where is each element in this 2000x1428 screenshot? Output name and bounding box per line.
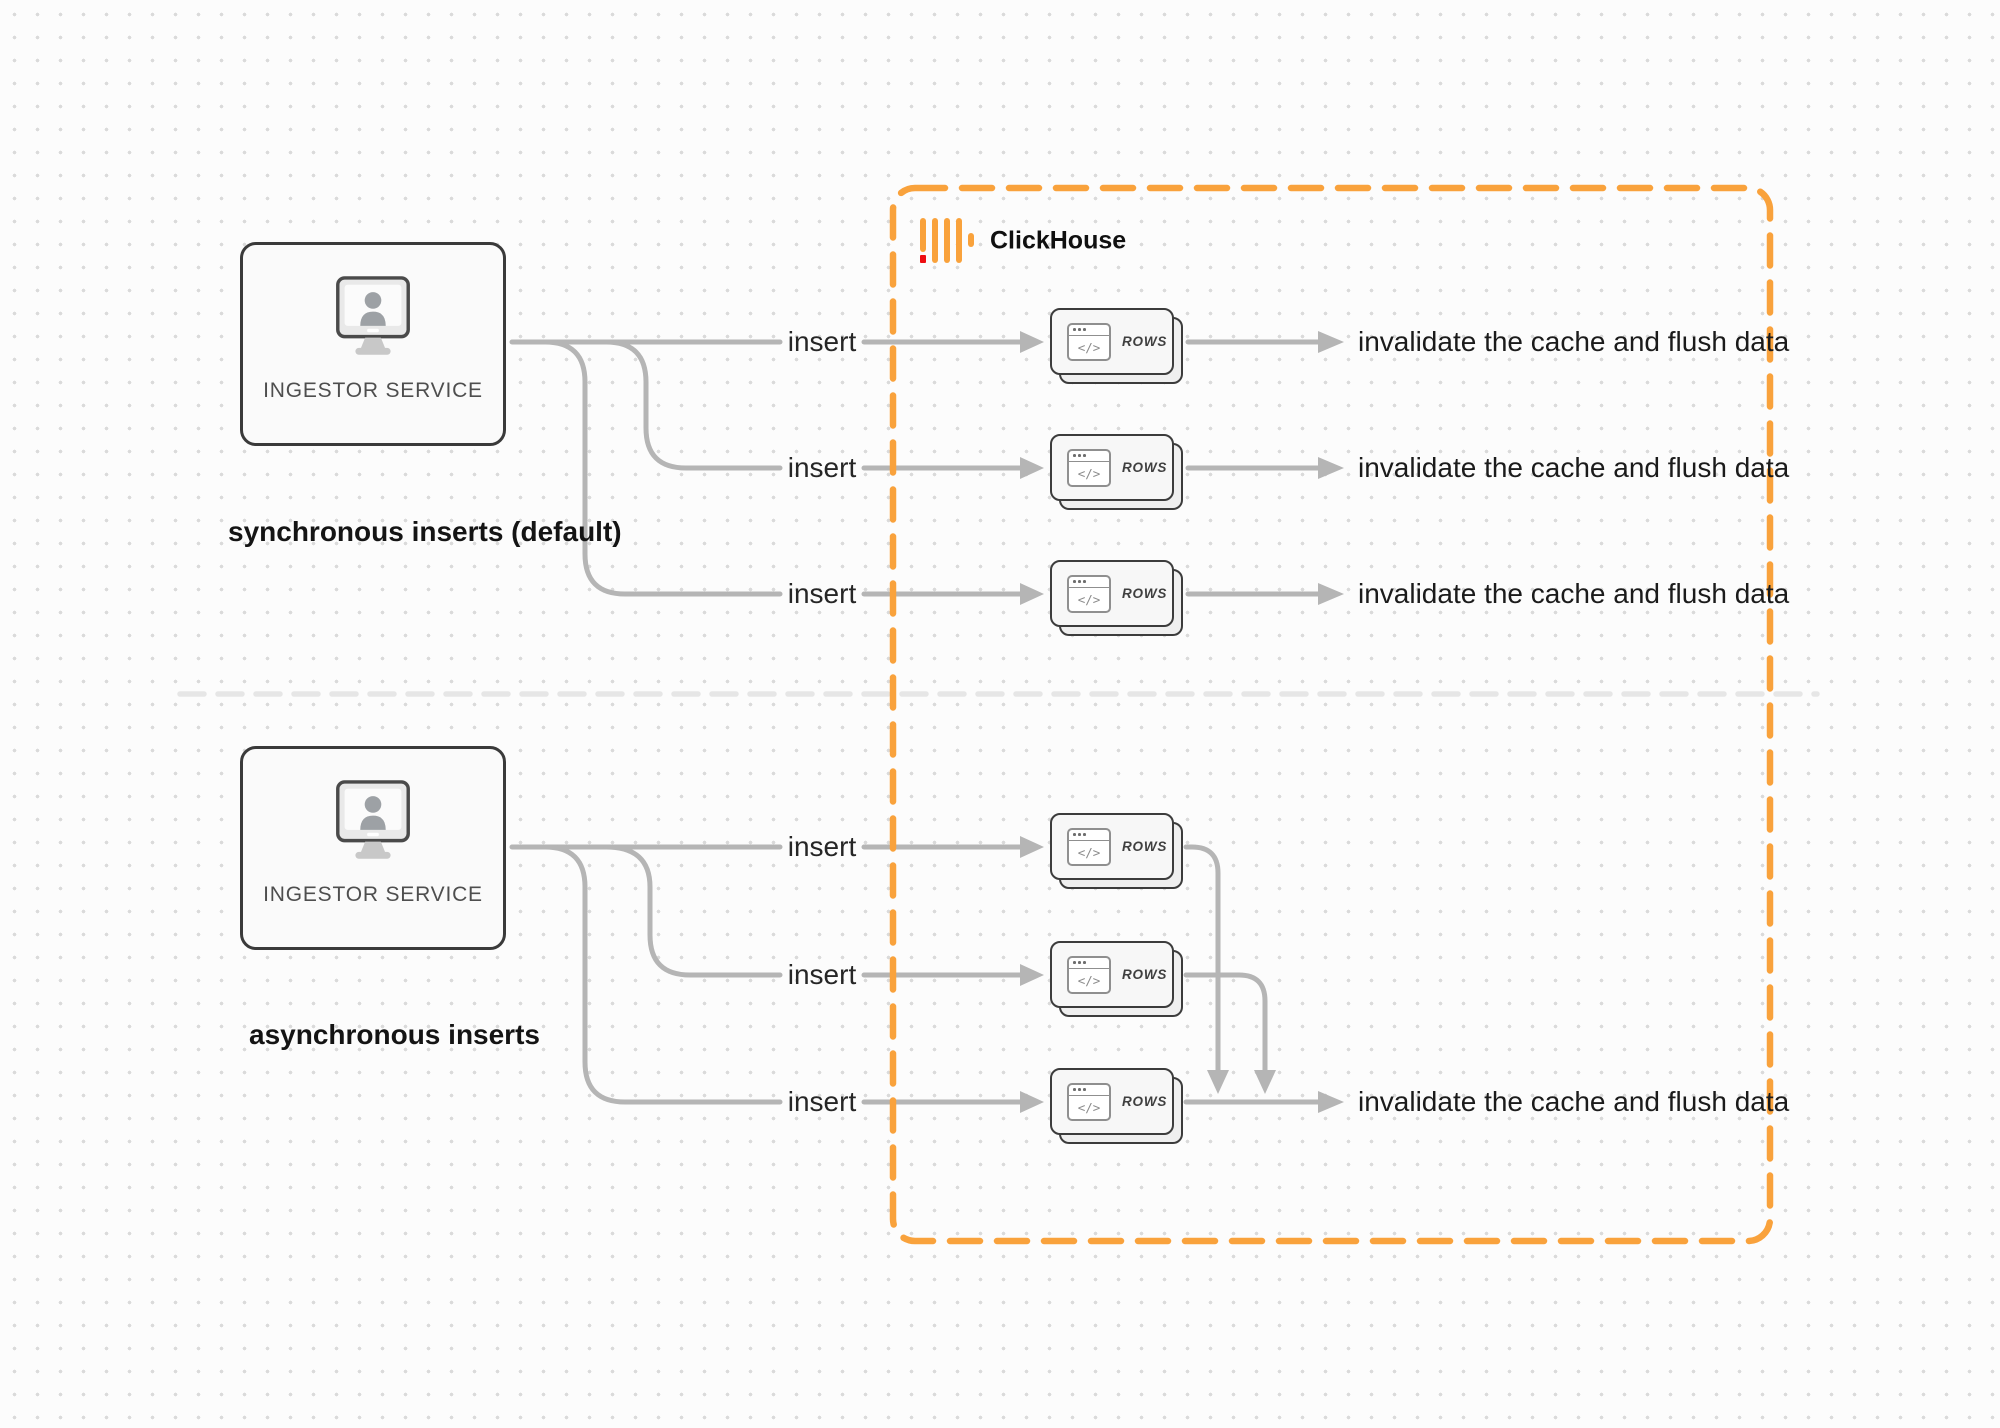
arrowhead-right xyxy=(1020,1091,1044,1113)
arrowhead-right xyxy=(1318,457,1344,479)
insert-label: insert xyxy=(787,452,857,483)
rows-card: </> ROWS xyxy=(1050,434,1183,510)
arrowhead-right xyxy=(1020,331,1044,353)
code-glyph: </> xyxy=(1077,844,1101,860)
connector-line xyxy=(1183,844,1221,1075)
code-window-icon: </> xyxy=(1067,1082,1111,1121)
code-window-icon: </> xyxy=(1067,448,1111,487)
result-label: invalidate the cache and flush data xyxy=(1358,1086,1790,1117)
code-window-icon: </> xyxy=(1067,955,1111,994)
code-window-icon: </> xyxy=(1067,322,1111,361)
connector-line xyxy=(542,844,783,1105)
code-glyph: </> xyxy=(1077,972,1101,988)
clickhouse-logo-icon xyxy=(920,218,974,263)
arrowhead-right xyxy=(1318,583,1344,605)
sync-caption: synchronous inserts (default) xyxy=(228,516,622,547)
connector-line xyxy=(542,339,783,597)
rows-card: </> ROWS xyxy=(1050,941,1183,1017)
arrowhead-right xyxy=(1020,457,1044,479)
rows-card-label: ROWS xyxy=(1122,460,1168,475)
code-glyph: </> xyxy=(1077,591,1101,607)
arrowhead-right xyxy=(1020,836,1044,858)
arrowhead-right xyxy=(1020,964,1044,986)
rows-card: </> ROWS xyxy=(1050,308,1183,384)
user-monitor-icon xyxy=(336,276,410,355)
arrowhead-right xyxy=(1318,1091,1344,1113)
arrowhead-down xyxy=(1207,1070,1229,1094)
result-label: invalidate the cache and flush data xyxy=(1358,578,1790,609)
arrowhead-right xyxy=(1020,583,1044,605)
code-glyph: </> xyxy=(1077,339,1101,355)
ingestor-service-label: INGESTOR SERVICE xyxy=(263,379,483,402)
rows-card-label: ROWS xyxy=(1122,967,1168,982)
rows-card-label: ROWS xyxy=(1122,1094,1168,1109)
rows-card-label: ROWS xyxy=(1122,334,1168,349)
insert-label: insert xyxy=(787,578,857,609)
rows-card: </> ROWS xyxy=(1050,1068,1183,1144)
rows-card-label: ROWS xyxy=(1122,839,1168,854)
insert-label: insert xyxy=(787,1086,857,1117)
rows-card: </> ROWS xyxy=(1050,813,1183,889)
connector-line xyxy=(1183,972,1268,1075)
ingestor-service-box-sync: INGESTOR SERVICE xyxy=(240,242,506,446)
code-glyph: </> xyxy=(1077,465,1101,481)
result-label: invalidate the cache and flush data xyxy=(1358,452,1790,483)
rows-card: </> ROWS xyxy=(1050,560,1183,636)
async-caption: asynchronous inserts xyxy=(249,1019,540,1050)
connector-line xyxy=(603,339,783,471)
code-glyph: </> xyxy=(1077,1099,1101,1115)
insert-label: insert xyxy=(787,831,857,862)
insert-label: insert xyxy=(787,959,857,990)
ingestor-service-label: INGESTOR SERVICE xyxy=(263,883,483,906)
user-monitor-icon xyxy=(336,780,410,859)
insert-label: insert xyxy=(787,326,857,357)
code-window-icon: </> xyxy=(1067,574,1111,613)
result-label: invalidate the cache and flush data xyxy=(1358,326,1790,357)
clickhouse-label: ClickHouse xyxy=(990,226,1127,255)
arrowhead-right xyxy=(1318,331,1344,353)
clickhouse-boundary xyxy=(889,184,1774,1245)
code-window-icon: </> xyxy=(1067,827,1111,866)
arrowhead-down xyxy=(1254,1070,1276,1094)
rows-card-label: ROWS xyxy=(1122,586,1168,601)
ingestor-service-box-async: INGESTOR SERVICE xyxy=(240,746,506,950)
connector-line xyxy=(603,844,783,978)
